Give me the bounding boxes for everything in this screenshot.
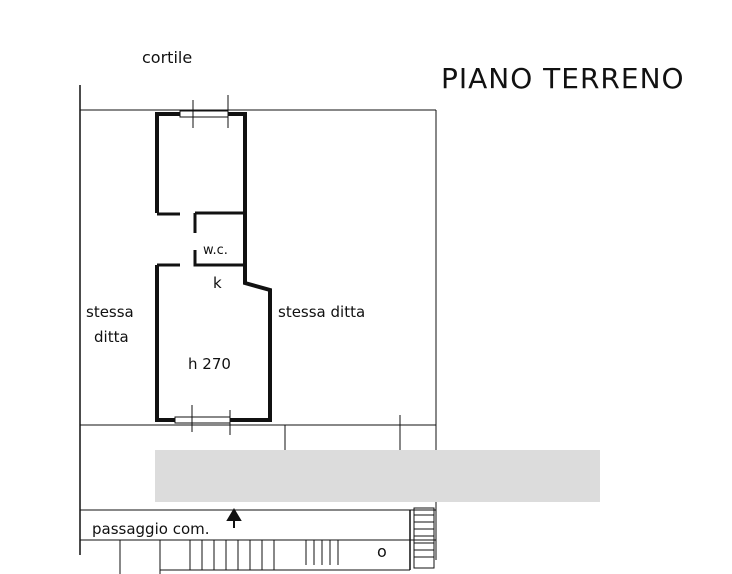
ditta-label-left: ditta bbox=[94, 328, 129, 346]
stessa-label-left: stessa bbox=[86, 303, 134, 321]
cortile-label: cortile bbox=[142, 48, 193, 67]
passaggio-label: passaggio com. bbox=[92, 520, 210, 538]
unit-right-wall bbox=[243, 112, 272, 422]
wc-label: w.c. bbox=[203, 243, 228, 258]
stairs bbox=[189, 540, 339, 570]
entrance-arrow bbox=[226, 508, 242, 528]
top-window bbox=[179, 110, 229, 118]
height-label: h 270 bbox=[188, 355, 231, 373]
page-title: PIANO TERRENO bbox=[441, 62, 685, 95]
circle-label: o bbox=[377, 542, 387, 561]
bottom-door bbox=[174, 416, 231, 424]
k-label: k bbox=[213, 274, 222, 292]
redacted-area bbox=[155, 450, 600, 502]
right-stair-block bbox=[413, 507, 435, 569]
stessa-ditta-right-label: stessa ditta bbox=[278, 303, 366, 321]
wc-partition bbox=[157, 211, 245, 267]
